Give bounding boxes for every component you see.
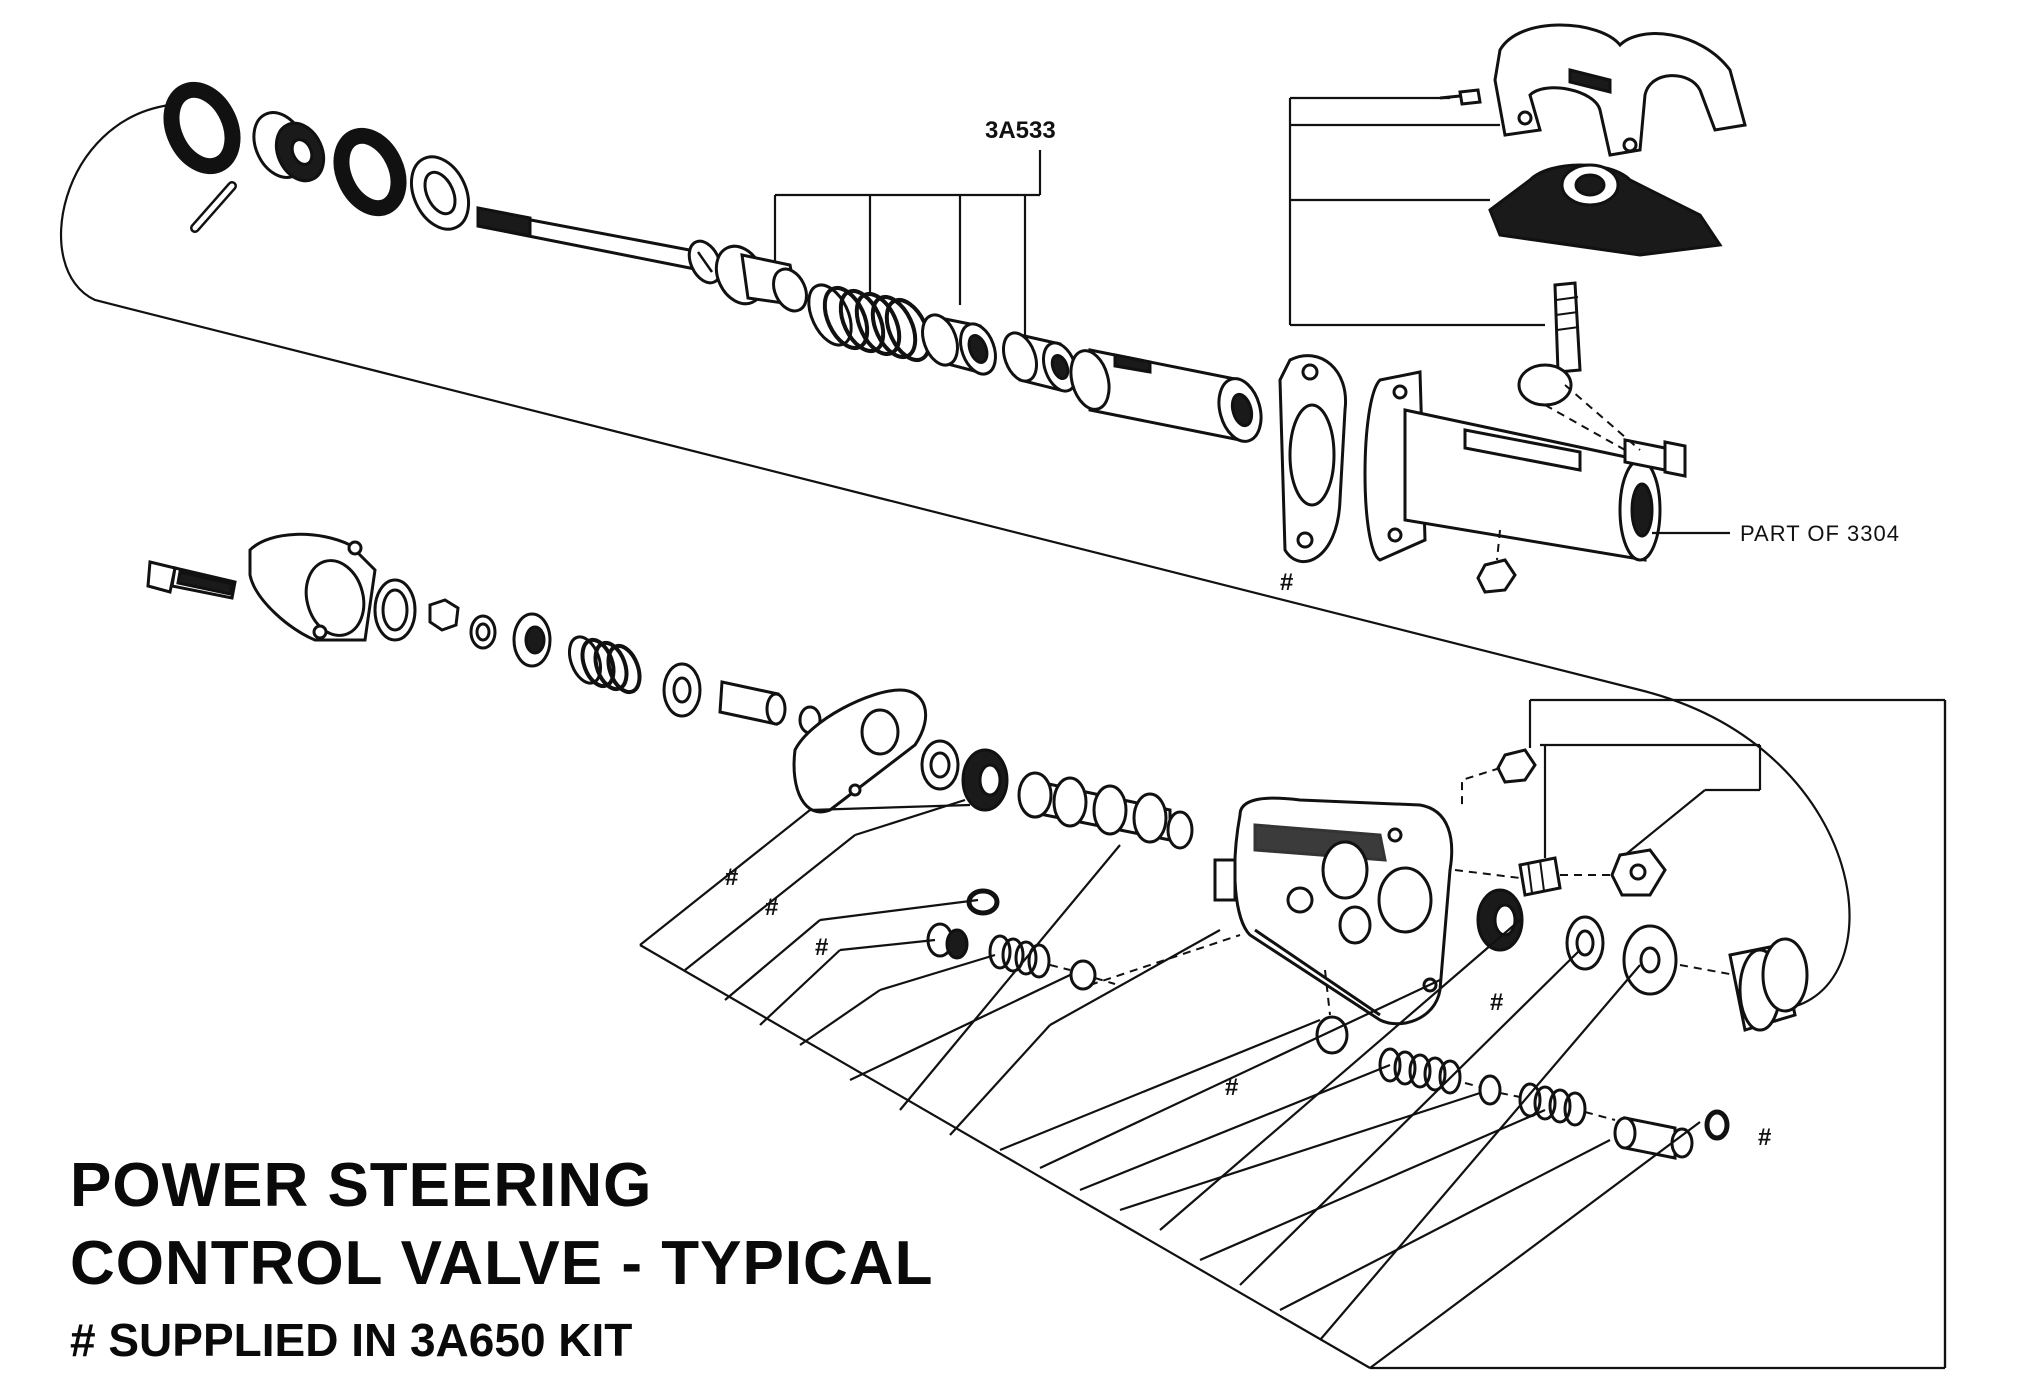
valve-body — [1213, 796, 1454, 1026]
kit-mark-4: # — [1225, 1074, 1238, 1101]
dark-seal — [961, 748, 1009, 812]
o-ring-small — [966, 888, 1000, 916]
plug-lower — [1315, 1015, 1349, 1055]
socket-bracket — [1488, 163, 1723, 257]
kit-mark-6: # — [1758, 1124, 1771, 1151]
gasket — [1278, 354, 1348, 563]
upper-assembly — [163, 23, 1747, 594]
seal-right — [1476, 888, 1524, 952]
title-line-1: POWER STEERING — [70, 1151, 653, 1220]
mounting-clamp — [1493, 23, 1747, 157]
housing-bolt — [1623, 438, 1687, 478]
o-ring-lower-right — [1704, 1109, 1730, 1141]
ball-small — [1069, 959, 1097, 991]
spring-small — [988, 934, 1051, 979]
retainer-nut — [252, 111, 326, 183]
slotted-tube — [1069, 348, 1263, 443]
washer-1-hole — [423, 170, 457, 216]
3a533-leaders — [773, 150, 1042, 335]
seal-ring-2 — [333, 127, 407, 217]
kit-note: # SUPPLIED IN 3A650 KIT — [70, 1314, 633, 1366]
ball-stud — [1517, 281, 1582, 407]
bushing — [921, 313, 997, 376]
washer-lower-row — [1478, 1074, 1502, 1106]
nut-right — [1610, 848, 1667, 897]
spool-valve — [1017, 771, 1194, 850]
check-valve-fitting — [1518, 856, 1562, 897]
coil-spring-lower — [567, 635, 642, 695]
label-3a533: 3A533 — [985, 117, 1056, 144]
valve-rod — [476, 206, 723, 285]
long-loop-leader — [59, 103, 1851, 1012]
valve-housing-upper — [1363, 370, 1662, 562]
lower-assembly — [146, 532, 1809, 1160]
cup-retainer — [1728, 937, 1809, 1032]
sleeve-lower — [718, 680, 787, 726]
end-cap — [248, 532, 377, 642]
title-line-2: CONTROL VALVE - TYPICAL — [70, 1229, 934, 1298]
kit-mark-5: # — [1490, 989, 1503, 1016]
seal-ring-1 — [163, 81, 241, 175]
kit-mark-3: # — [815, 934, 828, 961]
spring-lower-row — [1378, 1047, 1462, 1095]
kit-leaders — [639, 698, 1947, 1370]
long-bolt — [146, 560, 237, 600]
cover-plate — [792, 688, 928, 814]
kit-mark: # — [1280, 569, 1293, 596]
valve-spool-pin — [714, 244, 808, 313]
coil-spring-upper — [807, 283, 932, 362]
sleeve — [1002, 331, 1078, 393]
plunger — [1613, 1116, 1694, 1160]
kit-mark-2: # — [765, 894, 778, 921]
kit-mark-1: # — [725, 864, 738, 891]
clamp-leaders — [1288, 96, 1545, 327]
small-nut-top — [1496, 748, 1537, 784]
spring-lower-row-2 — [1518, 1082, 1587, 1127]
hex-nut-lower — [428, 598, 460, 632]
small-nut — [1476, 529, 1517, 594]
label-part-of-3304: PART OF 3304 — [1740, 521, 1900, 546]
